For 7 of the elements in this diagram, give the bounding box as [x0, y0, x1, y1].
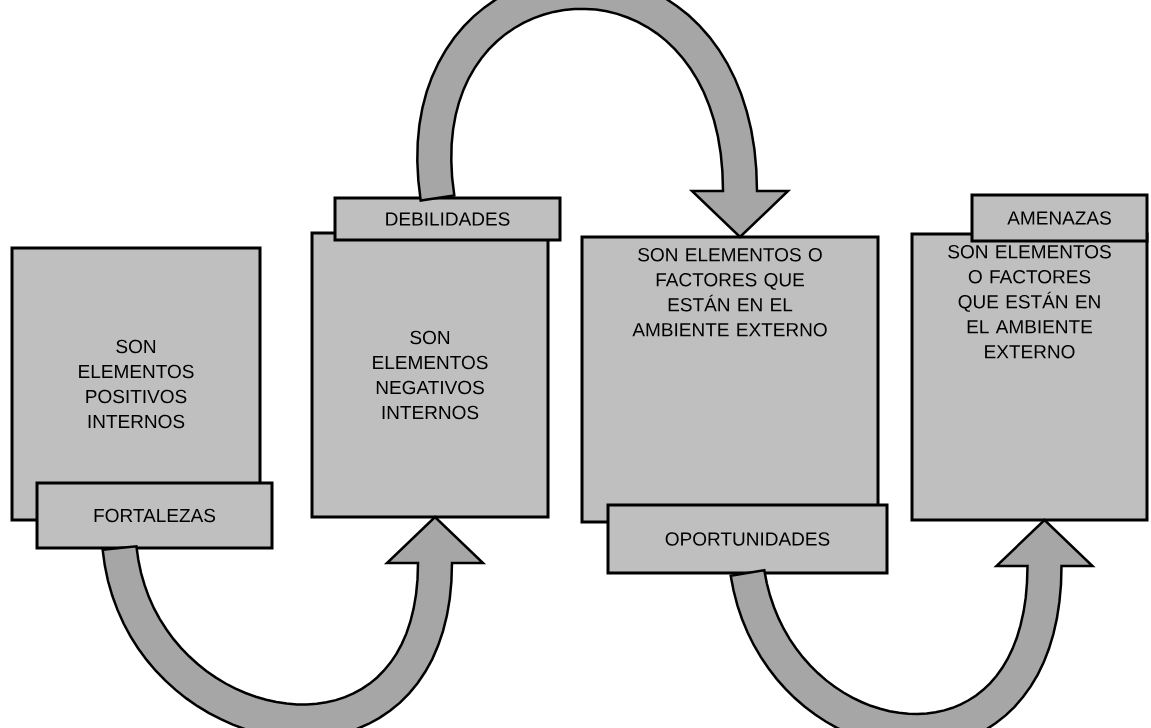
- curved-arrow: [416, 0, 792, 239]
- curved-arrow: [729, 518, 1096, 728]
- curved-arrow: [101, 515, 487, 728]
- label-tab: DEBILIDADES: [333, 196, 562, 242]
- label-tab: OPORTUNIDADES: [606, 503, 889, 575]
- label-tab: FORTALEZAS: [35, 481, 274, 550]
- label-tab: AMENAZAS: [970, 193, 1149, 243]
